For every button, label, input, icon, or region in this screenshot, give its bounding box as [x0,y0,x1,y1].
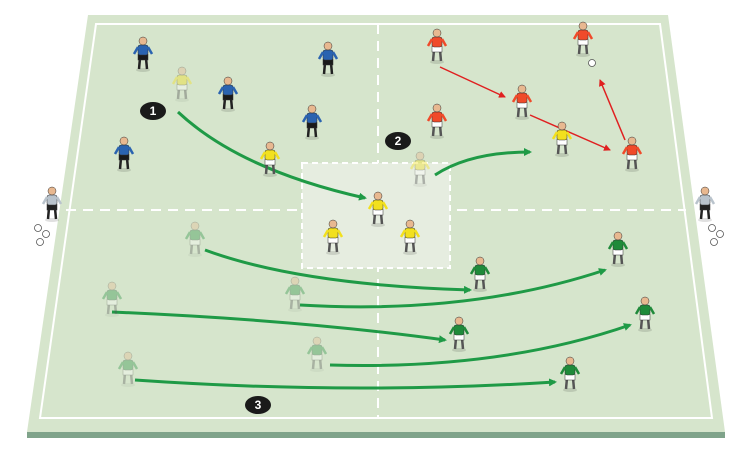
player-blue [317,41,339,77]
arrows [111,66,632,390]
player-green [101,281,123,317]
player-blue [132,36,154,72]
player-yellow [409,151,431,187]
player-blue [217,76,239,112]
marker-2-label: 2 [395,134,402,148]
player-blue [113,136,135,172]
run-arrow [111,310,447,344]
run-arrow [134,378,557,390]
player-green [306,336,328,372]
run-arrow [204,248,472,294]
player-red [426,103,448,139]
markers: 1 2 3 [140,102,411,414]
player-blue [301,104,323,140]
ball-icon [716,230,724,238]
marker-1: 1 [140,102,166,120]
player-green [184,221,206,257]
pass-arrow [439,66,506,98]
ball-icon [36,238,44,246]
player-green [634,296,656,332]
pitch-boundary-line [38,23,714,419]
marker-1-label: 1 [150,104,157,118]
player-yellow [259,141,281,177]
player-red [621,136,643,172]
pass-arrow [599,79,626,141]
pitch-base [27,15,725,438]
player-green [469,256,491,292]
player-yellow [551,121,573,157]
run-arrow [299,268,607,309]
player-red [511,84,533,120]
player-green [559,356,581,392]
pitch-edge [27,432,725,438]
player-yellow [367,191,389,227]
run-arrow [176,110,367,201]
pass-arrow [529,114,611,151]
player-green [448,316,470,352]
ball-icon [588,59,596,67]
run-arrow [329,323,632,367]
player-yellow [171,66,193,102]
player-green [284,276,306,312]
ball-icon [34,224,42,232]
player-red [426,28,448,64]
player-yellow [322,219,344,255]
player-red [572,21,594,57]
run-arrow [434,148,532,177]
marker-2: 2 [385,132,411,150]
players [34,21,724,392]
marker-3-label: 3 [255,398,262,412]
ball-icon [42,230,50,238]
player-yellow [399,219,421,255]
player-green [117,351,139,387]
marker-3: 3 [245,396,271,414]
coach-figure [694,186,716,222]
player-green [607,231,629,267]
ball-icon [710,238,718,246]
ball-icon [708,224,716,232]
coach-figure [41,186,63,222]
